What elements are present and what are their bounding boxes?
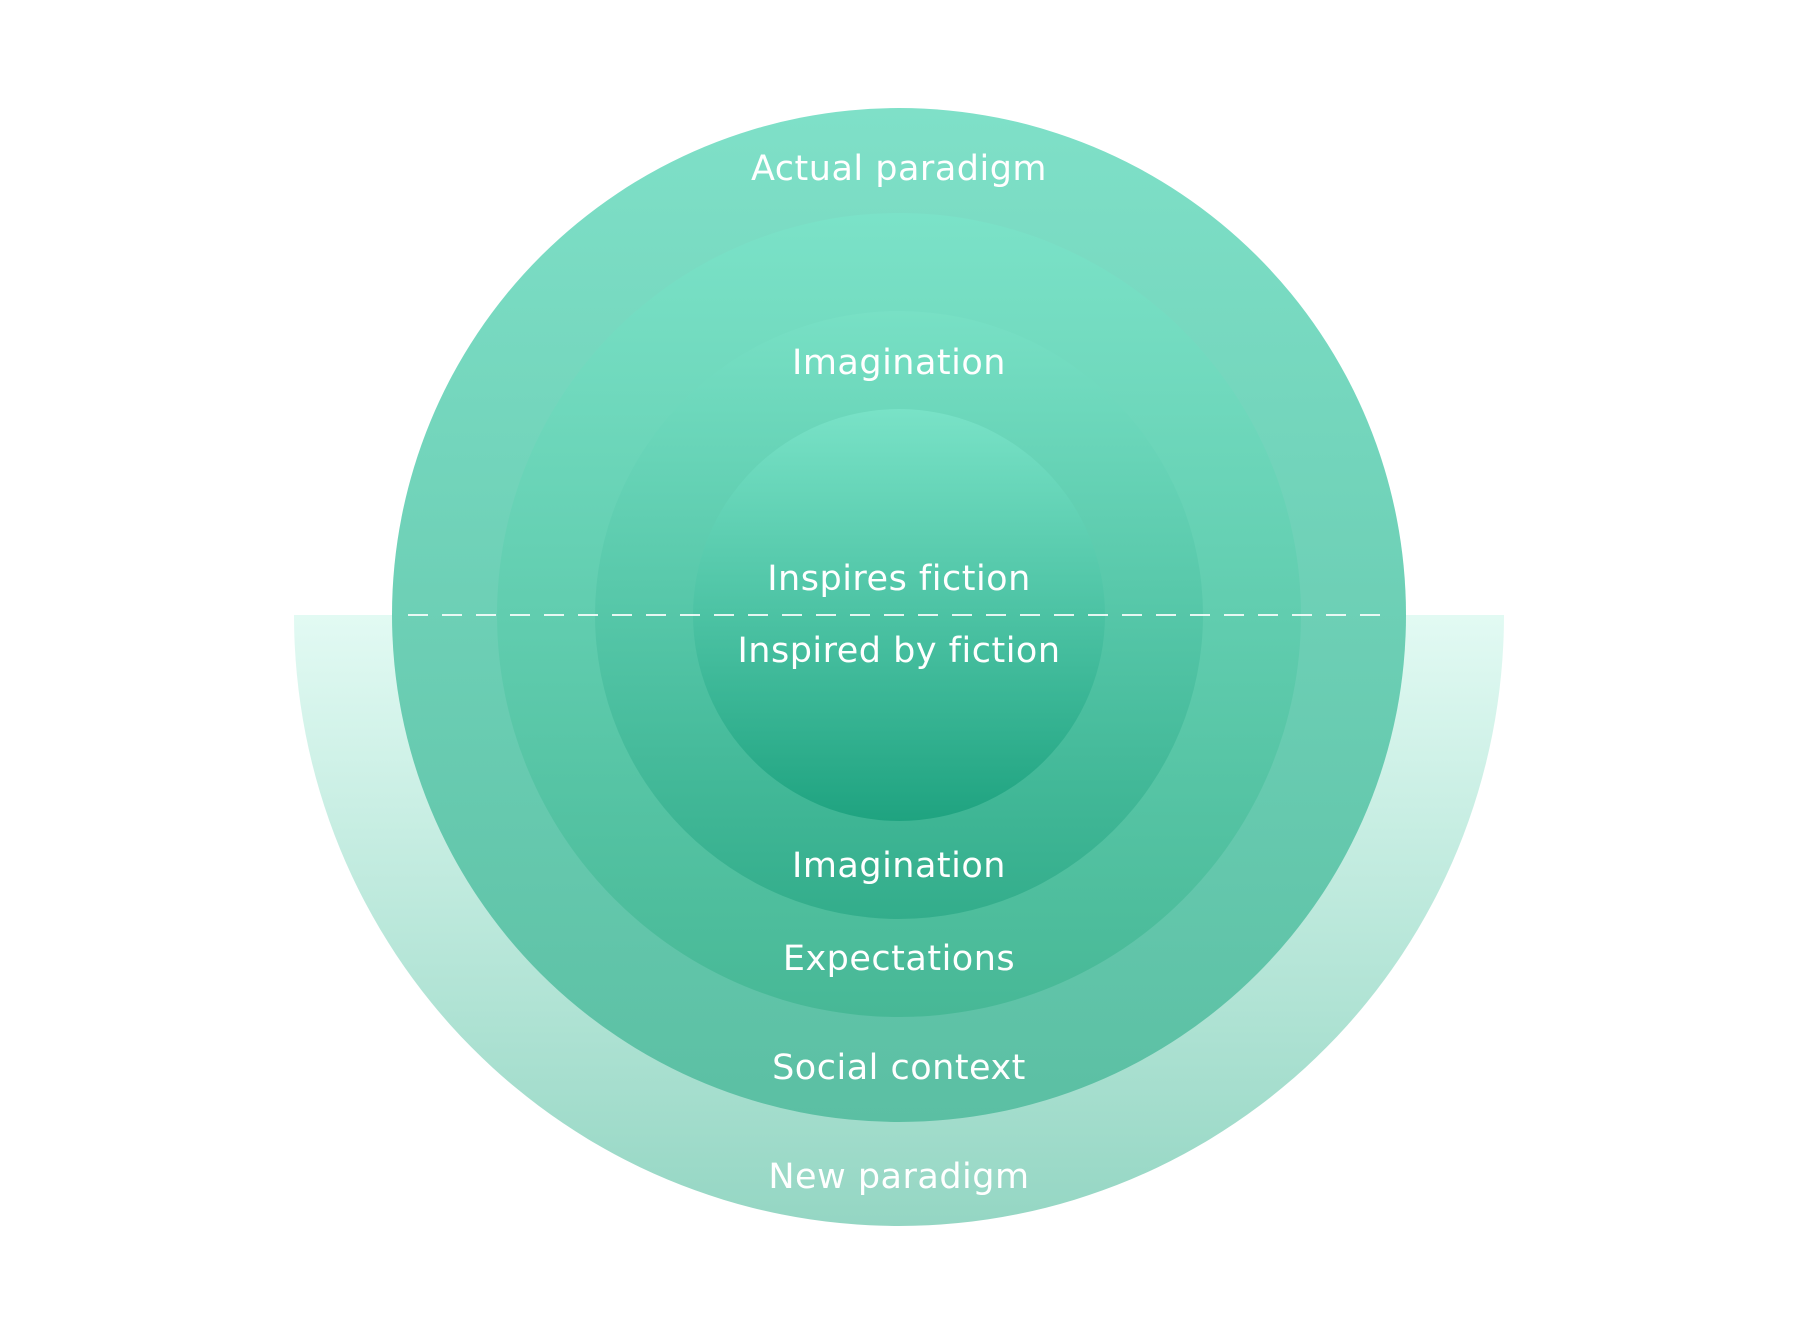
label-social-context: Social context — [772, 1048, 1026, 1088]
label-expectations: Expectations — [783, 939, 1015, 979]
label-inspired-by-fiction: Inspired by fiction — [737, 631, 1060, 671]
label-new-paradigm: New paradigm — [768, 1157, 1029, 1197]
label-imagination-bottom: Imagination — [792, 846, 1006, 886]
label-inspires-fiction: Inspires fiction — [767, 559, 1031, 599]
label-actual-paradigm: Actual paradigm — [751, 149, 1047, 189]
label-imagination-top: Imagination — [792, 343, 1006, 383]
